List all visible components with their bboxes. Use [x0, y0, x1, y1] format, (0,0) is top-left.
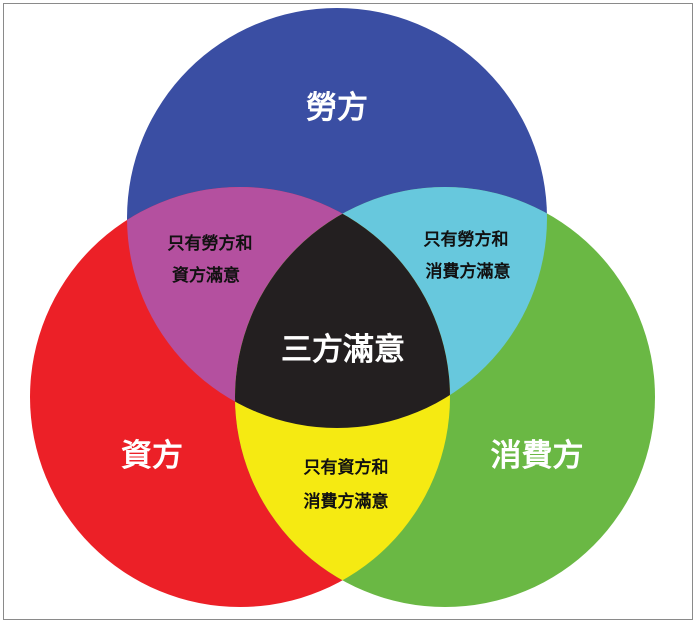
labor-consumer-label-line2: 消費方滿意 [426, 261, 511, 282]
consumer-label: 消費方 [491, 438, 584, 474]
labor-capital-label-line2: 資方滿意 [172, 265, 240, 286]
labor-capital-label-line1: 只有勞方和 [168, 233, 253, 254]
capital-consumer-label-line2: 消費方滿意 [304, 491, 389, 512]
labor-consumer-label-line1: 只有勞方和 [424, 229, 509, 250]
capital-consumer-label-line1: 只有資方和 [304, 457, 389, 478]
capital-label: 資方 [121, 438, 183, 474]
all-three-region [235, 187, 450, 428]
all-three-label: 三方滿意 [281, 332, 405, 368]
labor-label: 勞方 [306, 90, 368, 126]
